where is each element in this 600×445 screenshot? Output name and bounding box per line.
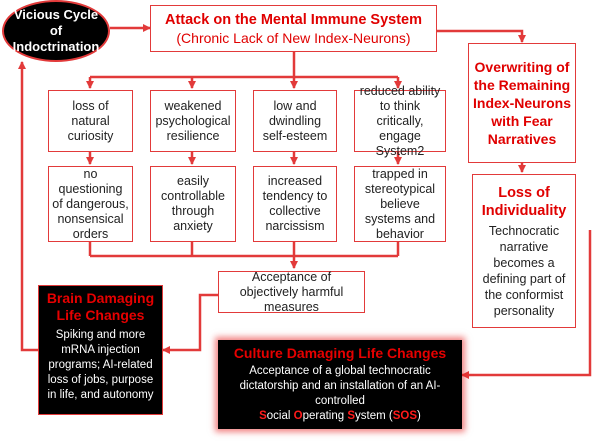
row2-narcissism-text: increased tendency to collective narciss… xyxy=(262,174,328,233)
arrow-attack-to-overwrite xyxy=(437,29,526,43)
culture-body: Acceptance of a global technocratic dict… xyxy=(223,364,457,424)
row1-critical: reduced ability to think critically, eng… xyxy=(354,84,446,158)
overwrite-node: Overwriting of the Remaining Index-Neuro… xyxy=(468,43,576,163)
sos-word-ocial: ocial xyxy=(266,410,294,422)
sos-word-perating: perating xyxy=(302,410,348,422)
attack-title: Attack on the Mental Immune System xyxy=(164,11,423,28)
sos-letter-s2: S xyxy=(347,410,356,422)
sos-letter-s: S xyxy=(259,410,267,422)
attack-subtitle: (Chronic Lack of New Index-Neurons) xyxy=(176,29,411,46)
individuality-node: Loss of Individuality Technocratic narra… xyxy=(472,174,576,328)
row1-selfesteem: low and dwindling self-esteem xyxy=(253,90,337,152)
arrow-individuality-to-culture xyxy=(461,230,592,379)
arrow-brain-to-cycle xyxy=(18,61,38,352)
arrow-acceptance-to-brain xyxy=(162,293,218,354)
sos-close-paren: ) xyxy=(417,410,421,422)
sos-abbreviation: SOS xyxy=(392,410,418,422)
vicious-cycle-node: Vicious Cycle of Indoctrination xyxy=(2,0,110,62)
culture-node: Culture Damaging Life Changes Acceptance… xyxy=(218,340,462,429)
overwrite-text: Overwriting of the Remaining Index-Neuro… xyxy=(473,59,572,147)
row2-trapped: trapped in stereotypical believe systems… xyxy=(354,166,446,242)
sos-letter-o: O xyxy=(293,410,303,422)
culture-text: Acceptance of a global technocratic dict… xyxy=(239,365,441,407)
culture-title: Culture Damaging Life Changes xyxy=(233,345,447,361)
attack-node: Attack on the Mental Immune System (Chro… xyxy=(150,5,437,52)
row2-narcissism: increased tendency to collective narciss… xyxy=(253,166,337,242)
row1-curiosity: loss of natural curiosity xyxy=(48,90,133,152)
acceptance-node: Acceptance of objectively harmful measur… xyxy=(218,269,365,314)
brain-title: Brain Damaging Life Changes xyxy=(46,290,155,323)
row2-trapped-text: trapped in stereotypical believe systems… xyxy=(364,166,436,241)
row1-selfesteem-text: low and dwindling self-esteem xyxy=(262,98,328,143)
row1-resilience: weakened psychological resilience xyxy=(150,90,236,152)
acceptance-text: Acceptance of objectively harmful measur… xyxy=(239,269,344,314)
row2-controllable-text: easily controllable through anxiety xyxy=(161,174,225,233)
brain-node: Brain Damaging Life Changes Spiking and … xyxy=(38,285,163,415)
individuality-text: Technocratic narrative becomes a definin… xyxy=(482,223,566,318)
individuality-title: Loss of Individuality xyxy=(481,184,567,219)
row1-curiosity-text: loss of natural curiosity xyxy=(67,98,114,143)
row1-critical-text: reduced ability to think critically, eng… xyxy=(359,83,441,158)
vicious-cycle-title: Vicious Cycle of Indoctrination xyxy=(12,7,100,54)
row1-resilience-text: weakened psychological resilience xyxy=(155,98,231,143)
row2-questioning: no questioning of dangerous, nonsensical… xyxy=(48,166,133,242)
sos-word-ystem: ystem ( xyxy=(355,410,393,422)
brain-text: Spiking and more mRNA injection programs… xyxy=(47,329,154,401)
row2-questioning-text: no questioning of dangerous, nonsensical… xyxy=(52,166,129,241)
row2-controllable: easily controllable through anxiety xyxy=(150,166,236,242)
